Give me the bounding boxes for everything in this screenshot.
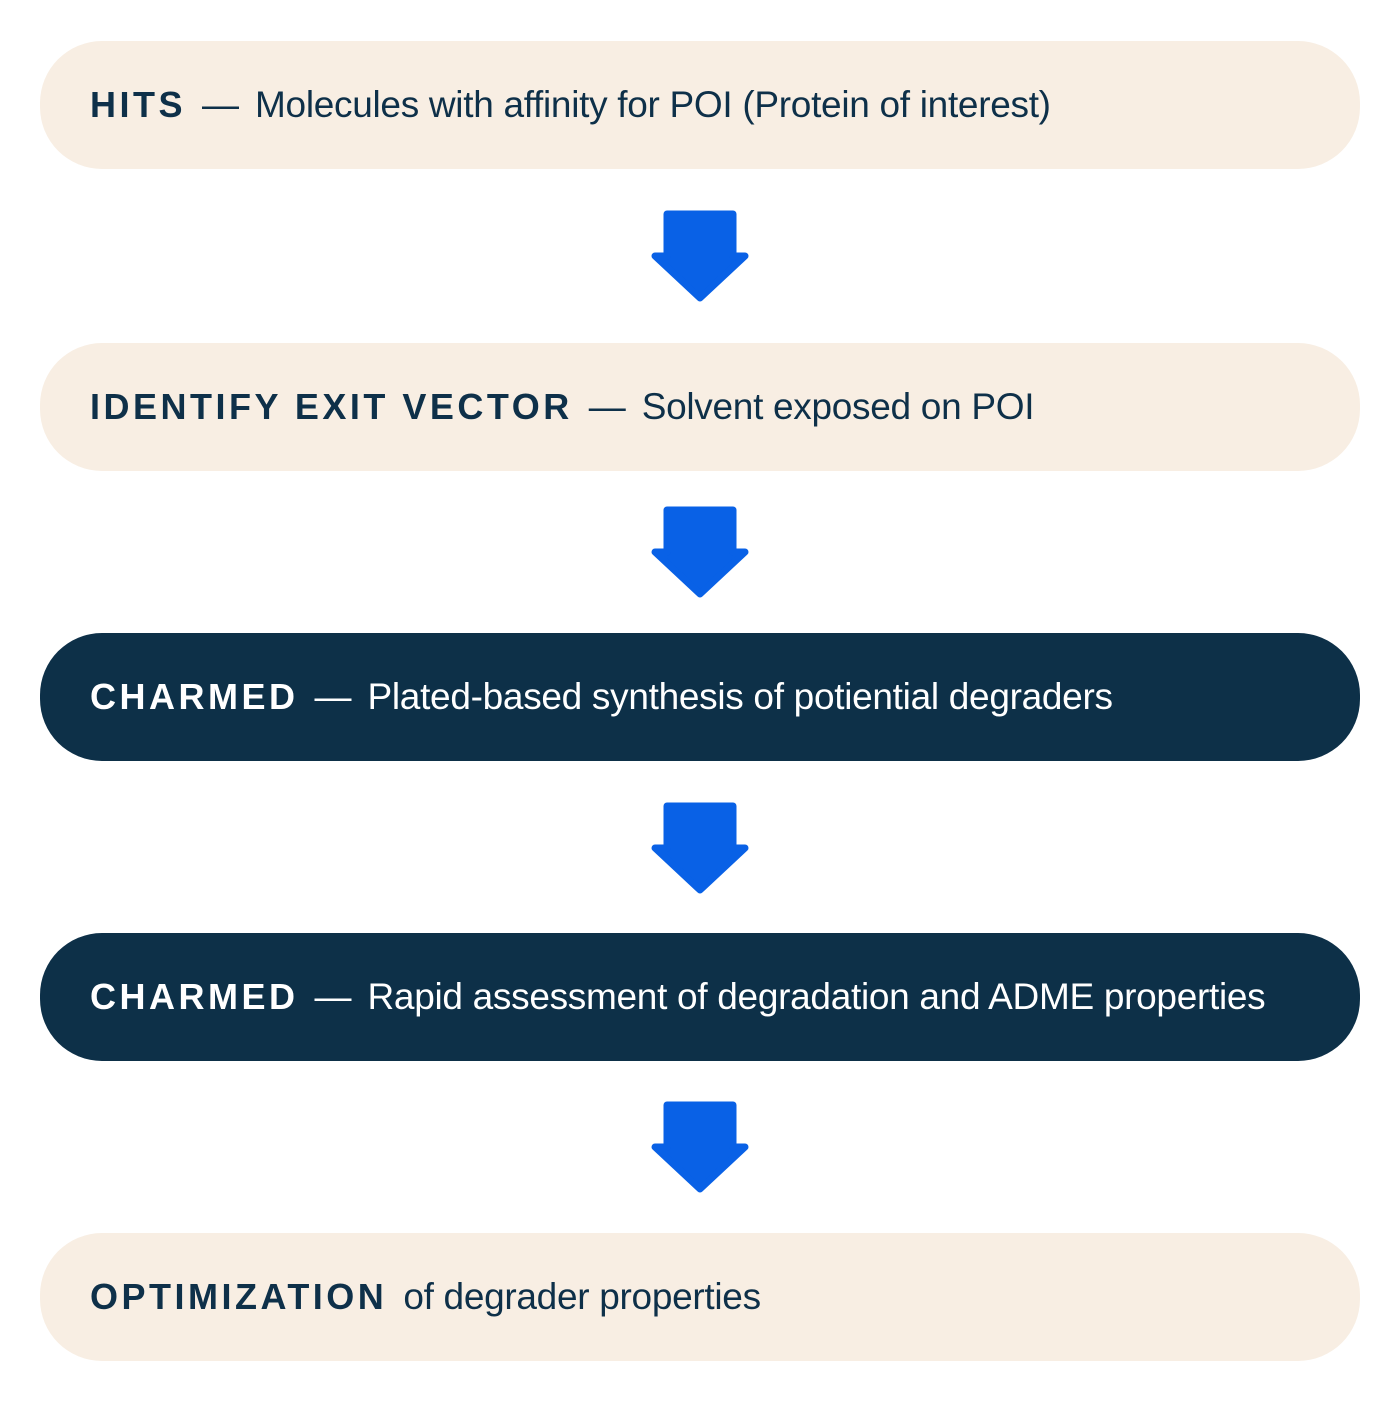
dash-separator: — <box>202 84 240 125</box>
step-label: CHARMED <box>90 976 299 1017</box>
step-label: CHARMED <box>90 676 299 717</box>
step-description: Solvent exposed on POI <box>641 386 1035 427</box>
step-box-optimization: OPTIMIZATION of degrader properties <box>40 1233 1360 1361</box>
step-description: Molecules with affinity for POI (Protein… <box>255 84 1051 125</box>
down-arrow-icon <box>651 506 749 598</box>
step-description: Rapid assessment of degradation and ADME… <box>367 976 1266 1017</box>
dash-separator: — <box>588 386 626 427</box>
step-box-charmed-synthesis: CHARMED — Plated-based synthesis of poti… <box>40 633 1360 761</box>
step-box-hits: HITS — Molecules with affinity for POI (… <box>40 41 1360 169</box>
step-content: CHARMED — Rapid assessment of degradatio… <box>90 976 1266 1018</box>
dash-separator: — <box>314 976 352 1017</box>
down-arrow-icon <box>651 210 749 302</box>
step-content: HITS — Molecules with affinity for POI (… <box>90 84 1051 126</box>
step-label: IDENTIFY EXIT VECTOR <box>90 386 573 427</box>
step-content: OPTIMIZATION of degrader properties <box>90 1276 761 1318</box>
step-content: CHARMED — Plated-based synthesis of poti… <box>90 676 1113 718</box>
step-label: OPTIMIZATION <box>90 1276 388 1317</box>
step-content: IDENTIFY EXIT VECTOR — Solvent exposed o… <box>90 386 1034 428</box>
dash-separator: — <box>314 676 352 717</box>
step-label: HITS <box>90 84 187 125</box>
down-arrow-icon <box>651 1101 749 1193</box>
step-box-identify-exit-vector: IDENTIFY EXIT VECTOR — Solvent exposed o… <box>40 343 1360 471</box>
step-box-charmed-assessment: CHARMED — Rapid assessment of degradatio… <box>40 933 1360 1061</box>
step-description: Plated-based synthesis of potiential deg… <box>367 676 1113 717</box>
step-description: of degrader properties <box>403 1276 761 1317</box>
down-arrow-icon <box>651 802 749 894</box>
